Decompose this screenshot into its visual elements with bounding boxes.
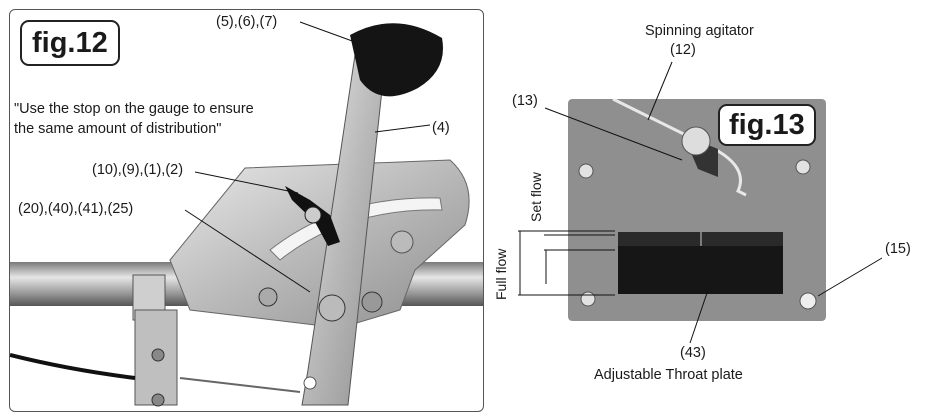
label-agitator-num: (12) <box>670 42 696 58</box>
label-pivot: (20),(40),(41),(25) <box>18 201 134 217</box>
label-plate-num: (43) <box>680 345 706 361</box>
fig12-note-line2: the same amount of distribution" <box>14 121 222 137</box>
fig13-title: fig.13 <box>718 104 816 146</box>
label-pin-num: (13) <box>512 93 538 109</box>
label-handle: (5),(6),(7) <box>216 14 278 30</box>
label-agitator-name: Spinning agitator <box>645 23 754 39</box>
label-bolt-num: (15) <box>885 241 911 257</box>
label-set-flow: Set flow <box>528 172 544 222</box>
agitator-wire <box>612 99 747 197</box>
fig12-panel: fig.12 "Use the stop on the gauge to ens… <box>9 9 484 412</box>
fig12-title: fig.12 <box>20 20 120 66</box>
label-arm: (4) <box>432 120 450 136</box>
label-full-flow: Full flow <box>493 248 509 300</box>
bolt-15 <box>799 292 817 310</box>
cable <box>10 353 136 380</box>
fig12-note-line1: "Use the stop on the gauge to ensure <box>14 101 254 117</box>
gauge-photo <box>10 21 483 407</box>
label-plate-name: Adjustable Throat plate <box>594 367 743 383</box>
label-wing-nut: (10),(9),(1),(2) <box>92 162 184 178</box>
handle-knob <box>350 23 443 97</box>
fig13-panel: fig.13 <box>568 99 826 321</box>
